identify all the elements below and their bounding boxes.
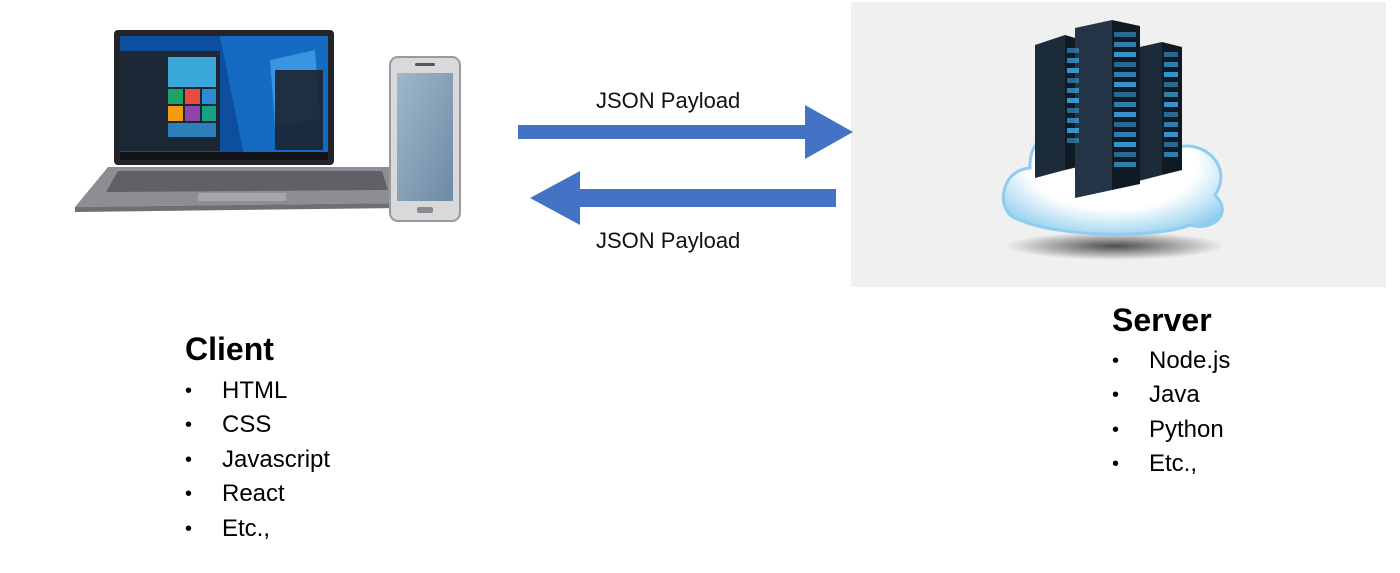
list-item-label: React	[222, 480, 285, 508]
list-item: • Javascript	[185, 443, 331, 477]
request-arrow	[518, 105, 853, 159]
list-item-label: Etc.,	[222, 514, 271, 542]
request-payload-label: JSON Payload	[596, 88, 741, 113]
list-item: • CSS	[185, 408, 330, 442]
list-item-label: CSS	[222, 411, 272, 439]
list-item-label: Etc.,	[1149, 450, 1198, 478]
client-devices-illustration	[75, 30, 461, 222]
client-heading: Client	[185, 331, 274, 367]
bullet: •	[185, 380, 193, 402]
bullet: •	[185, 483, 193, 506]
list-item: • Java	[1112, 378, 1230, 412]
bullet: •	[1112, 384, 1120, 407]
bullet: •	[1112, 418, 1120, 441]
laptop-icon	[75, 30, 402, 212]
list-item: • Etc.,	[185, 512, 330, 546]
list-item: • Node.js	[1112, 344, 1231, 378]
list-item: • React	[185, 477, 330, 511]
client-technology-list: • HTML • CSS • Javascript • React • Etc.,	[185, 374, 331, 546]
server-rack-icon	[1035, 20, 1182, 198]
list-item-label: Python	[1149, 415, 1224, 443]
server-heading: Server	[1112, 302, 1212, 338]
response-arrow	[530, 171, 836, 225]
bullet: •	[185, 517, 193, 540]
bullet: •	[185, 414, 193, 437]
list-item-label: Javascript	[222, 445, 331, 473]
list-item: • Etc.,	[1112, 447, 1230, 481]
server-technology-list: • Node.js • Java • Python • Etc.,	[1112, 344, 1231, 482]
list-item-label: HTML	[222, 377, 288, 404]
smartphone-icon	[389, 56, 461, 222]
list-item: • Python	[1112, 413, 1230, 447]
bullet: •	[185, 448, 193, 471]
response-payload-label: JSON Payload	[596, 228, 741, 253]
list-item: • HTML	[185, 374, 330, 408]
bullet: •	[1112, 453, 1120, 476]
list-item-label: Java	[1149, 381, 1200, 409]
server-cloud-illustration	[1001, 20, 1225, 260]
list-item-label: Node.js	[1149, 347, 1231, 374]
bullet: •	[1112, 350, 1120, 372]
